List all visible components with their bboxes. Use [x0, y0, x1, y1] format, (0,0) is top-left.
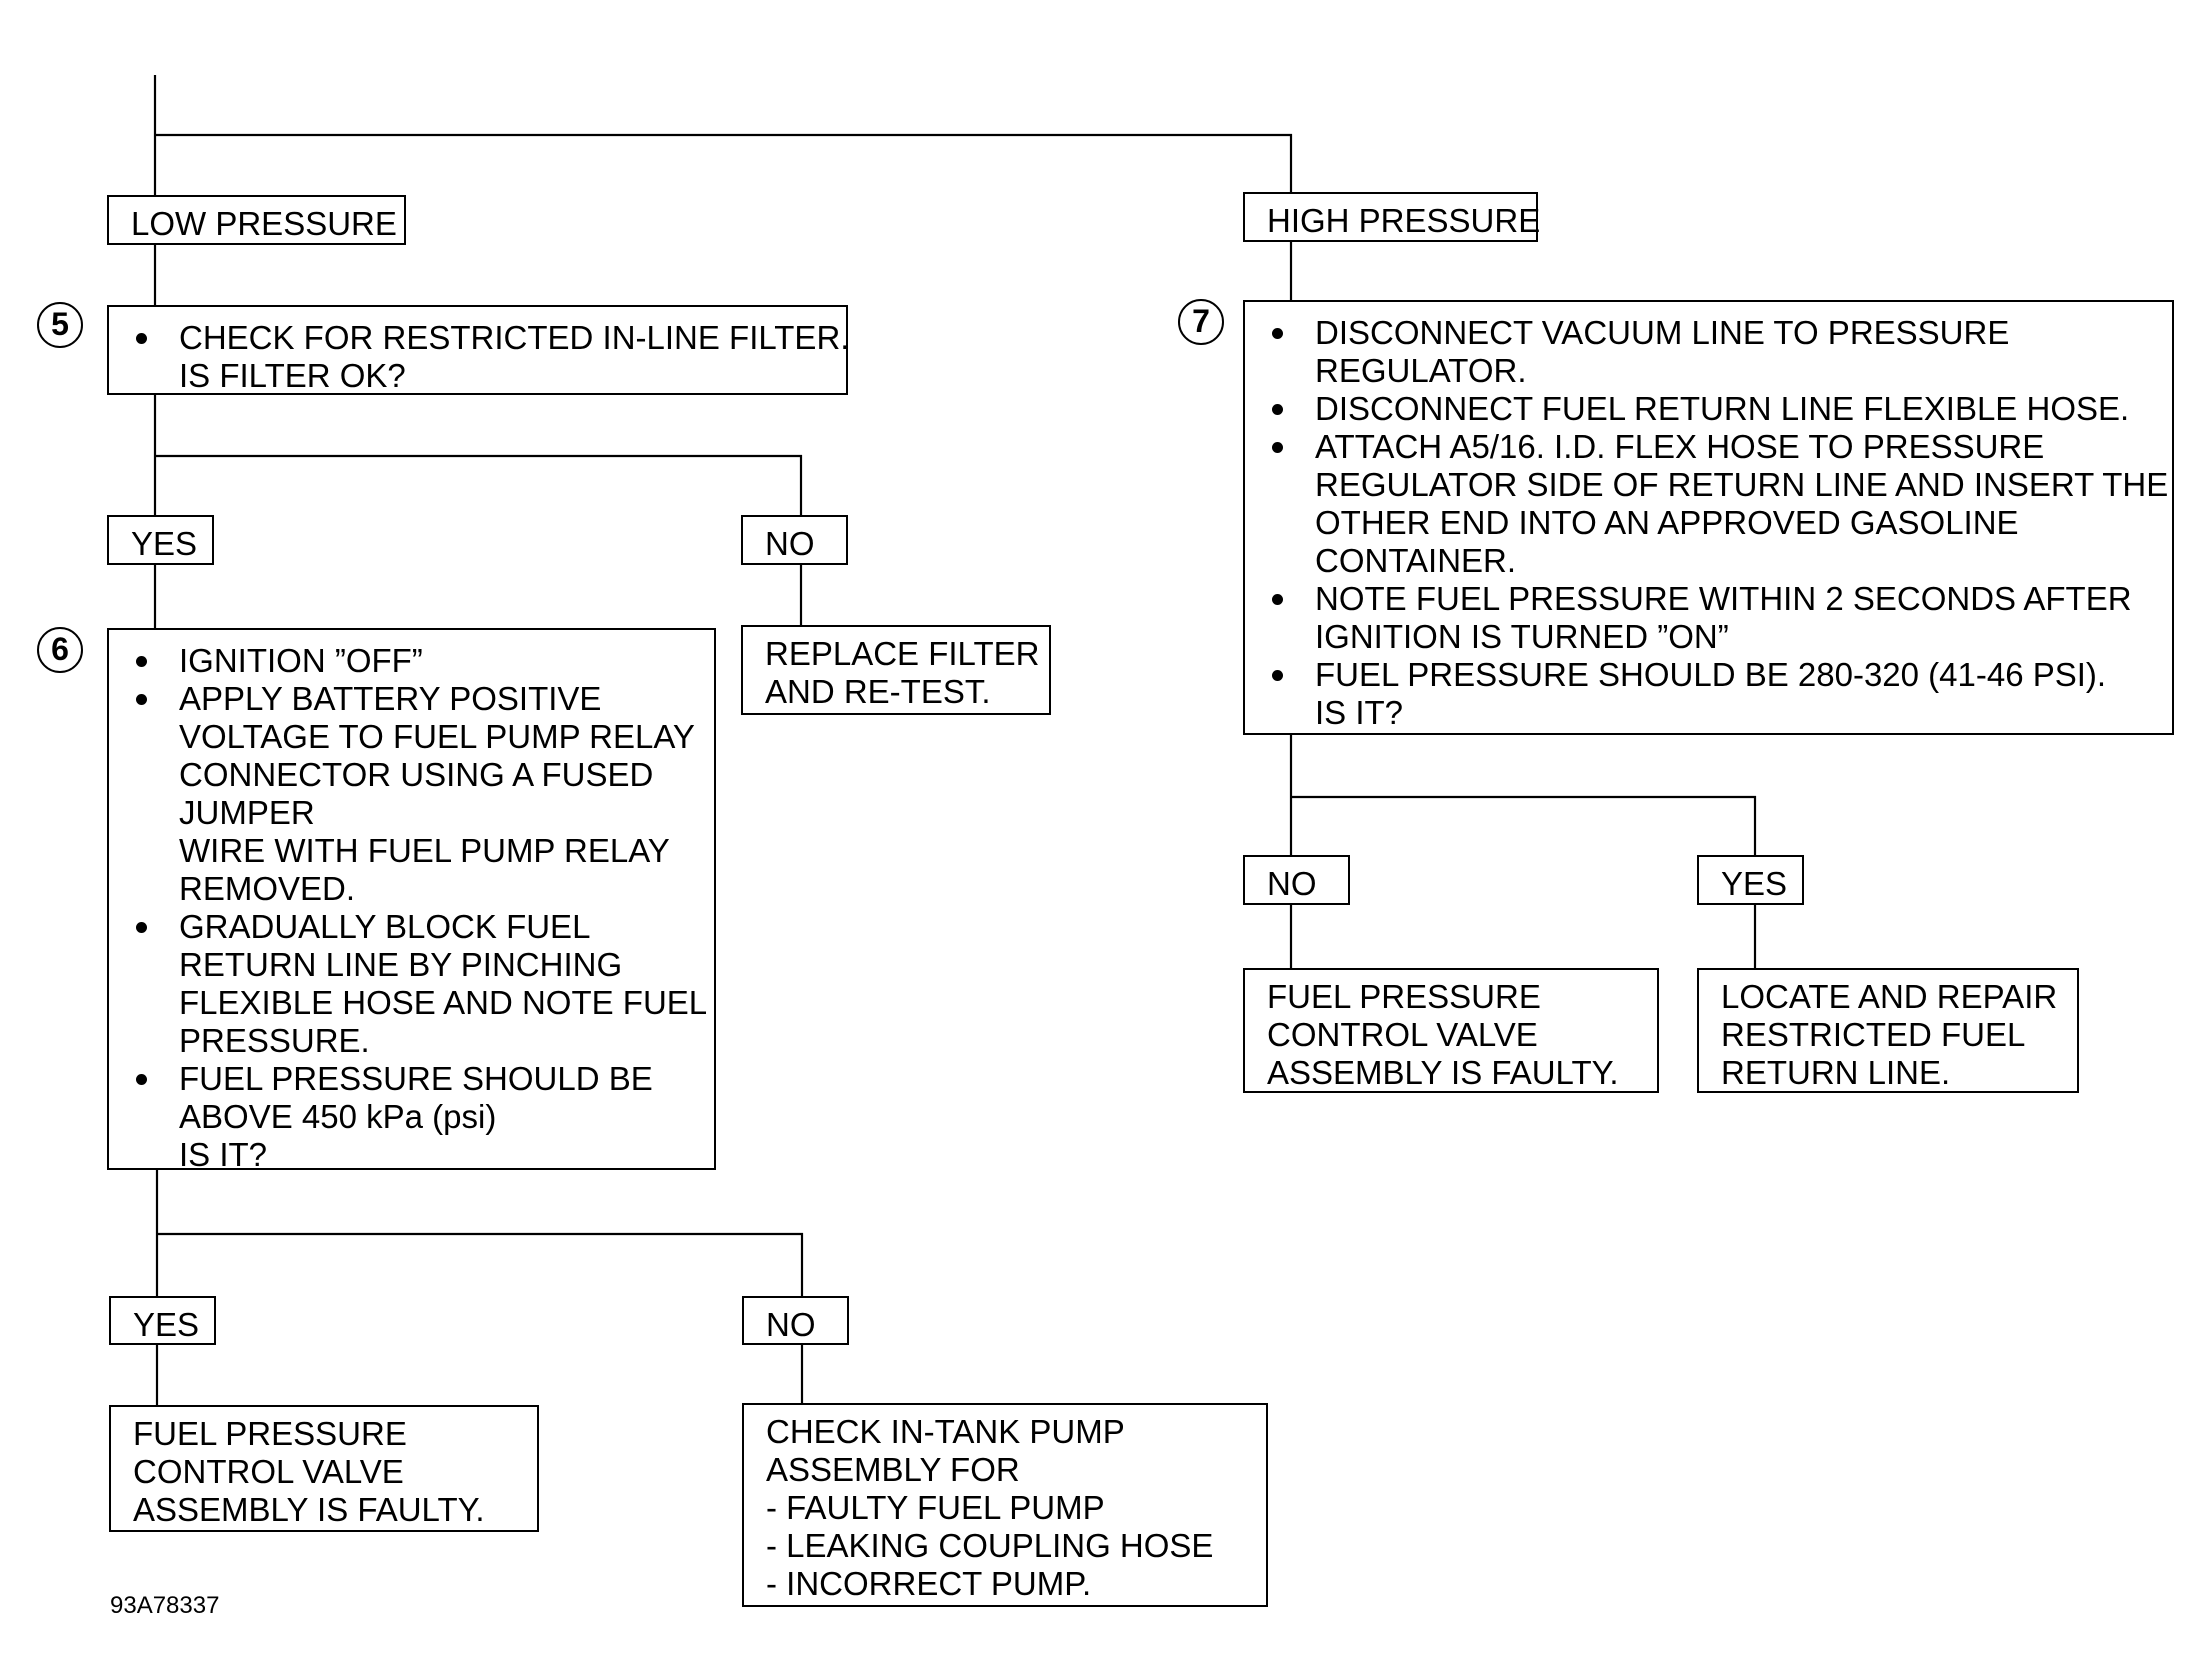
text-line: ATTACH A5/16. I.D. FLEX HOSE TO PRESSURE: [1315, 428, 2045, 465]
step7-box: DISCONNECT VACUUM LINE TO PRESSURE REGUL…: [1243, 300, 2174, 735]
no-text: NO: [766, 1306, 816, 1343]
text-line: REPLACE FILTER: [765, 635, 1040, 672]
text-line: REGULATOR.: [1315, 352, 1527, 389]
text-line: CONTROL VALVE: [1267, 1016, 1538, 1053]
text-line: IS IT?: [179, 1136, 268, 1173]
step7-bullet: ATTACH A5/16. I.D. FLEX HOSE TO PRESSURE…: [1267, 428, 2172, 580]
low-pressure-text: LOW PRESSURE: [131, 205, 397, 242]
text-line: - INCORRECT PUMP.: [766, 1565, 1092, 1602]
step6-bullet: IGNITION ”OFF”: [131, 642, 714, 680]
text-line: IGNITION ”OFF”: [179, 642, 423, 679]
text-line: WIRE WITH FUEL PUMP RELAY: [179, 832, 670, 869]
step5-no-label: NO: [741, 515, 848, 565]
step7-yes-result-box: LOCATE AND REPAIR RESTRICTED FUEL RETURN…: [1697, 968, 2079, 1093]
step7-bullet: NOTE FUEL PRESSURE WITHIN 2 SECONDS AFTE…: [1267, 580, 2172, 656]
text-line: IS IT?: [1315, 694, 1404, 731]
replace-filter-box: REPLACE FILTER AND RE-TEST.: [741, 625, 1051, 715]
low-pressure-label: LOW PRESSURE: [107, 195, 406, 245]
text-line: REGULATOR SIDE OF RETURN LINE AND INSERT…: [1315, 466, 2169, 503]
step5-bullet-list: CHECK FOR RESTRICTED IN-LINE FILTER. IS …: [131, 313, 850, 395]
text-line: AND RE-TEST.: [765, 673, 991, 710]
text-line: - LEAKING COUPLING HOSE: [766, 1527, 1214, 1564]
step7-no-label: NO: [1243, 855, 1350, 905]
text-line: ASSEMBLY FOR: [766, 1451, 1020, 1488]
text-line: CHECK FOR RESTRICTED IN-LINE FILTER.: [179, 319, 850, 356]
text-line: LOCATE AND REPAIR: [1721, 978, 2058, 1015]
text-line: DISCONNECT VACUUM LINE TO PRESSURE: [1315, 314, 2010, 351]
yes-text: YES: [131, 525, 198, 562]
no-text: NO: [1267, 865, 1317, 902]
step7-bullet: DISCONNECT VACUUM LINE TO PRESSURE REGUL…: [1267, 314, 2172, 390]
text-line: FUEL PRESSURE: [1267, 978, 1541, 1015]
text-line: ASSEMBLY IS FAULTY.: [1267, 1054, 1619, 1091]
yes-text: YES: [1721, 865, 1788, 902]
step7-bullet-list: DISCONNECT VACUUM LINE TO PRESSURE REGUL…: [1267, 308, 2172, 732]
text-line: OTHER END INTO AN APPROVED GASOLINE: [1315, 504, 2019, 541]
step7-yes-label: YES: [1697, 855, 1804, 905]
text-line: FLEXIBLE HOSE AND NOTE FUEL: [179, 984, 708, 1021]
text-line: RESTRICTED FUEL: [1721, 1016, 2026, 1053]
high-pressure-text: HIGH PRESSURE: [1267, 202, 1541, 239]
text-line: RETURN LINE.: [1721, 1054, 1951, 1091]
step7-bullet: FUEL PRESSURE SHOULD BE 280-320 (41-46 P…: [1267, 656, 2172, 732]
text-line: VOLTAGE TO FUEL PUMP RELAY: [179, 718, 695, 755]
text-line: PRESSURE.: [179, 1022, 370, 1059]
text-line: IGNITION IS TURNED ”ON”: [1315, 618, 1729, 655]
text-line: IS FILTER OK?: [179, 357, 406, 394]
text-line: - FAULTY FUEL PUMP: [766, 1489, 1105, 1526]
step6-yes-result-box: FUEL PRESSURE CONTROL VALVE ASSEMBLY IS …: [109, 1405, 539, 1532]
step6-bullet: APPLY BATTERY POSITIVE VOLTAGE TO FUEL P…: [131, 680, 714, 908]
text-line: APPLY BATTERY POSITIVE: [179, 680, 602, 717]
text-line: JUMPER: [179, 794, 315, 831]
check-in-tank-pump-box: CHECK IN-TANK PUMP ASSEMBLY FOR - FAULTY…: [742, 1403, 1268, 1607]
yes-text: YES: [133, 1306, 200, 1343]
figure-reference: 93A78337: [110, 1592, 220, 1619]
text-line: CHECK IN-TANK PUMP: [766, 1413, 1125, 1450]
text-line: FUEL PRESSURE: [133, 1415, 407, 1452]
text-line: DISCONNECT FUEL RETURN LINE FLEXIBLE HOS…: [1315, 390, 2130, 427]
step6-bullet-list: IGNITION ”OFF” APPLY BATTERY POSITIVE VO…: [131, 636, 714, 1174]
text-line: FUEL PRESSURE SHOULD BE: [179, 1060, 653, 1097]
step6-yes-label: YES: [109, 1296, 216, 1345]
step6-no-label: NO: [742, 1296, 849, 1345]
text-line: RETURN LINE BY PINCHING: [179, 946, 623, 983]
step6-bullet: FUEL PRESSURE SHOULD BE ABOVE 450 kPa (p…: [131, 1060, 714, 1174]
step6-bullet: GRADUALLY BLOCK FUEL RETURN LINE BY PINC…: [131, 908, 714, 1060]
step7-bullet: DISCONNECT FUEL RETURN LINE FLEXIBLE HOS…: [1267, 390, 2172, 428]
step6-box: IGNITION ”OFF” APPLY BATTERY POSITIVE VO…: [107, 628, 716, 1173]
text-line: GRADUALLY BLOCK FUEL: [179, 908, 591, 945]
text-line: CONTAINER.: [1315, 542, 1517, 579]
step5-yes-label: YES: [107, 515, 214, 565]
step7-no-result-box: FUEL PRESSURE CONTROL VALVE ASSEMBLY IS …: [1243, 968, 1659, 1093]
step-number-6: 6: [37, 627, 83, 673]
text-line: CONNECTOR USING A FUSED: [179, 756, 654, 793]
text-line: FUEL PRESSURE SHOULD BE 280-320 (41-46 P…: [1315, 656, 2107, 693]
high-pressure-label: HIGH PRESSURE: [1243, 192, 1541, 242]
text-line: REMOVED.: [179, 870, 356, 907]
text-line: NOTE FUEL PRESSURE WITHIN 2 SECONDS AFTE…: [1315, 580, 2132, 617]
step-number-5: 5: [37, 302, 83, 348]
step5-bullet: CHECK FOR RESTRICTED IN-LINE FILTER. IS …: [131, 319, 850, 395]
text-line: ABOVE 450 kPa (psi): [179, 1098, 497, 1135]
step5-box: CHECK FOR RESTRICTED IN-LINE FILTER. IS …: [107, 305, 850, 395]
text-line: ASSEMBLY IS FAULTY.: [133, 1491, 485, 1528]
step-number-7: 7: [1178, 299, 1224, 345]
no-text: NO: [765, 525, 815, 562]
text-line: CONTROL VALVE: [133, 1453, 404, 1490]
